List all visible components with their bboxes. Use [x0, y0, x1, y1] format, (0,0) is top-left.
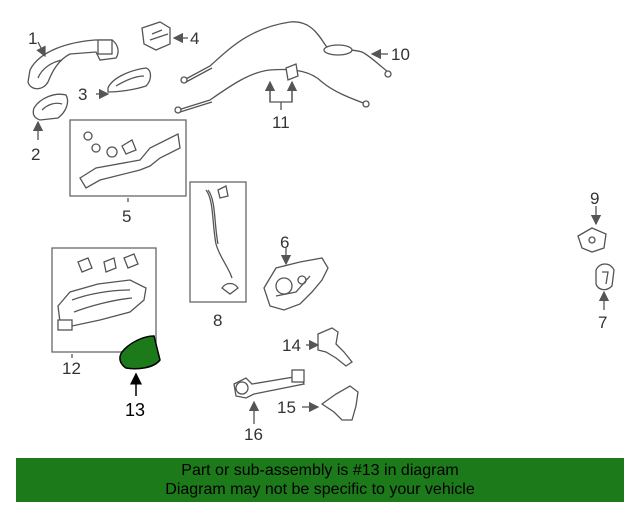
handle-bezel — [32, 93, 69, 121]
callout-4: 4 — [190, 29, 199, 48]
callout-10: 10 — [391, 45, 410, 64]
callout-13: 13 — [125, 400, 145, 420]
callout-7: 7 — [598, 313, 607, 332]
lock-cylinder — [141, 21, 171, 51]
callout-14: 14 — [282, 336, 301, 355]
callout-3: 3 — [78, 85, 87, 104]
inside-handle-frame-box — [51, 247, 157, 353]
inside-handle-box — [69, 119, 187, 197]
hinge-bracket — [320, 385, 359, 421]
callout-line-1 — [36, 41, 46, 58]
inside-handle-assembly — [79, 131, 181, 189]
part-13-highlight — [119, 335, 161, 370]
callout-5: 5 — [122, 207, 131, 226]
callout-2: 2 — [31, 145, 40, 164]
rod-box — [189, 181, 247, 303]
inside-handle-frame — [57, 253, 147, 331]
callout-6: 6 — [280, 233, 289, 252]
callout-15: 15 — [277, 398, 296, 417]
callout-9: 9 — [590, 189, 599, 208]
striker-plate — [595, 263, 615, 291]
lock-cable — [180, 21, 392, 84]
parts-diagram: 1 2 3 4 10 11 — [27, 21, 615, 444]
banner-line-1: Part or sub-assembly is #13 in diagram — [181, 462, 459, 479]
callout-12: 12 — [62, 359, 81, 378]
door-striker — [577, 227, 607, 253]
callout-8: 8 — [213, 311, 222, 330]
callout-1: 1 — [28, 29, 37, 48]
door-latch — [263, 257, 329, 311]
callout-16: 16 — [244, 425, 263, 444]
info-banner: Part or sub-assembly is #13 in diagram D… — [16, 458, 624, 502]
latch-cable — [174, 63, 370, 114]
callout-bracket-11 — [269, 84, 293, 103]
door-check — [233, 369, 305, 399]
handle-cap — [107, 67, 152, 93]
door-bracket — [317, 327, 353, 367]
banner-line-2: Diagram may not be specific to your vehi… — [165, 481, 475, 498]
lock-rod — [205, 185, 239, 295]
outside-door-handle — [27, 39, 119, 90]
callout-11: 11 — [272, 113, 290, 132]
